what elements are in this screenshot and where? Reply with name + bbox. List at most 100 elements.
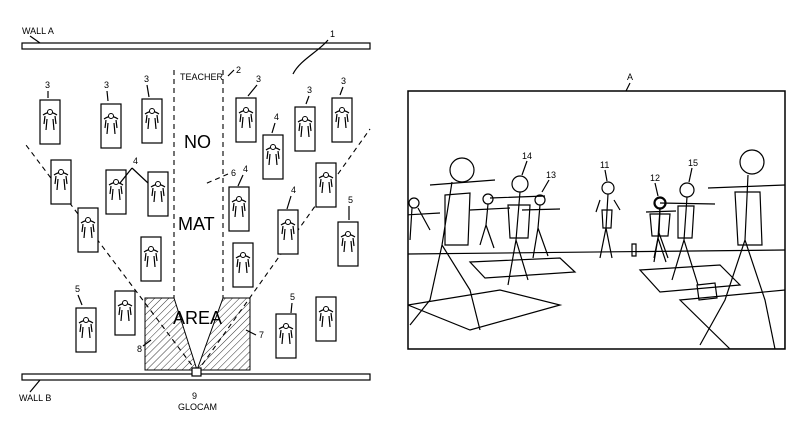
student-mat bbox=[315, 162, 337, 208]
ref-student-leader bbox=[305, 95, 310, 105]
area-label: AREA bbox=[173, 308, 222, 328]
ref-person-15-leader bbox=[688, 167, 693, 183]
horizon-line bbox=[408, 249, 785, 255]
ref-student-leader bbox=[146, 84, 150, 98]
ref-student: 3 bbox=[307, 85, 312, 95]
ref-right-zone-leader bbox=[245, 329, 257, 336]
student-mat bbox=[147, 171, 169, 217]
student-head bbox=[155, 181, 161, 187]
ref-left-zone: 8 bbox=[137, 344, 142, 354]
ref-student-leader bbox=[247, 84, 258, 97]
student-mat bbox=[77, 207, 99, 253]
ref-student: 3 bbox=[45, 80, 50, 90]
student-mat bbox=[337, 221, 359, 267]
student-head bbox=[149, 108, 155, 114]
mat-refs: 3 3 3 3 3 3 4 4 4 4 5 5 5 bbox=[45, 74, 353, 314]
ref-view-leader bbox=[625, 82, 631, 92]
student-mat bbox=[315, 296, 337, 342]
student-mat bbox=[75, 307, 97, 353]
student-head bbox=[83, 317, 89, 323]
student-mat bbox=[100, 103, 122, 149]
student-head bbox=[243, 107, 249, 113]
student-mat bbox=[235, 97, 257, 143]
student-mat bbox=[114, 290, 136, 336]
wall-a-label: WALL A bbox=[22, 26, 54, 36]
foreground-student-right bbox=[699, 149, 785, 349]
floor-mat-back bbox=[468, 257, 577, 279]
student-head bbox=[58, 169, 64, 175]
ref-student-c: 5 bbox=[290, 292, 295, 302]
student-mat bbox=[275, 313, 297, 359]
yoga-block bbox=[696, 282, 718, 301]
ref-student-b: 4 bbox=[243, 164, 248, 174]
ref-student-leader bbox=[106, 90, 109, 102]
student-15-figure bbox=[659, 182, 716, 286]
student-head bbox=[285, 219, 291, 225]
no-label: NO bbox=[184, 132, 211, 152]
student-14-figure bbox=[489, 175, 546, 286]
glocam-icon bbox=[191, 367, 202, 377]
student-head bbox=[148, 246, 154, 252]
ref-person-12: 12 bbox=[650, 173, 660, 183]
ref-student-c-leader bbox=[77, 294, 83, 306]
ref-student-b: 4 bbox=[274, 112, 279, 122]
student-head bbox=[323, 306, 329, 312]
ref-student-c-leader bbox=[290, 302, 293, 314]
camera-scene bbox=[408, 149, 785, 349]
right-hatched-zone bbox=[196, 297, 251, 371]
teacher-label: TEACHER bbox=[180, 72, 224, 82]
wall-b-label: WALL B bbox=[19, 393, 51, 403]
student-head bbox=[345, 231, 351, 237]
ref-student-c: 5 bbox=[75, 284, 80, 294]
ref-student-b-leader bbox=[286, 195, 292, 210]
ref-student-leader bbox=[339, 86, 344, 96]
student-head bbox=[323, 172, 329, 178]
ref-student-b: 4 bbox=[133, 156, 138, 166]
ref-teacher-11: 11 bbox=[600, 160, 609, 170]
student-head bbox=[113, 179, 119, 185]
student-mat bbox=[232, 242, 254, 288]
student-12-figure bbox=[649, 196, 671, 263]
ref-right-zone: 7 bbox=[259, 330, 264, 340]
ref-room: 1 bbox=[330, 29, 335, 39]
wall-a-leader bbox=[29, 35, 41, 44]
student-head bbox=[240, 252, 246, 258]
ref-person-15: 15 bbox=[688, 158, 698, 168]
ref-no-mat-area-leader bbox=[204, 173, 229, 185]
ref-teacher-11-leader bbox=[604, 169, 608, 182]
foreground-student-left bbox=[409, 157, 496, 331]
student-mat bbox=[262, 134, 284, 180]
student-head bbox=[85, 217, 91, 223]
ref-student: 3 bbox=[341, 76, 346, 86]
ref-person-14: 14 bbox=[522, 151, 532, 161]
ref-person-12-leader bbox=[654, 182, 659, 197]
student-head bbox=[47, 109, 53, 115]
mat-label: MAT bbox=[178, 214, 215, 234]
student-head bbox=[302, 116, 308, 122]
back-row-students bbox=[408, 193, 677, 259]
ref-left-zone-leader bbox=[142, 339, 152, 347]
ref-student-b-leader bbox=[237, 174, 244, 187]
ref-person-14-leader bbox=[521, 160, 528, 176]
ref-person-13-leader bbox=[541, 179, 550, 193]
floor-mat-right bbox=[638, 264, 742, 293]
ref-camera: 9 bbox=[192, 391, 197, 401]
ref-student: 3 bbox=[104, 80, 109, 90]
student-mat bbox=[39, 99, 61, 145]
student-mat bbox=[228, 186, 250, 232]
student-head bbox=[270, 144, 276, 150]
water-bottle bbox=[631, 243, 637, 257]
camera-label: GLOCAM bbox=[178, 402, 217, 412]
student-mat bbox=[331, 97, 353, 143]
ref-person-13: 13 bbox=[546, 170, 556, 180]
floor-mat-left bbox=[408, 289, 563, 331]
student-mat bbox=[105, 169, 127, 215]
floor-mat-front-right bbox=[678, 289, 785, 349]
wall-b-leader bbox=[29, 379, 41, 393]
teacher-figure bbox=[595, 181, 621, 259]
student-mat bbox=[141, 98, 163, 144]
ref-student-c: 5 bbox=[348, 195, 353, 205]
student-mat bbox=[277, 209, 299, 255]
floor-plan: WALL A WALL B 1 TEACHER 2 NO MAT AREA 6 … bbox=[19, 26, 371, 412]
